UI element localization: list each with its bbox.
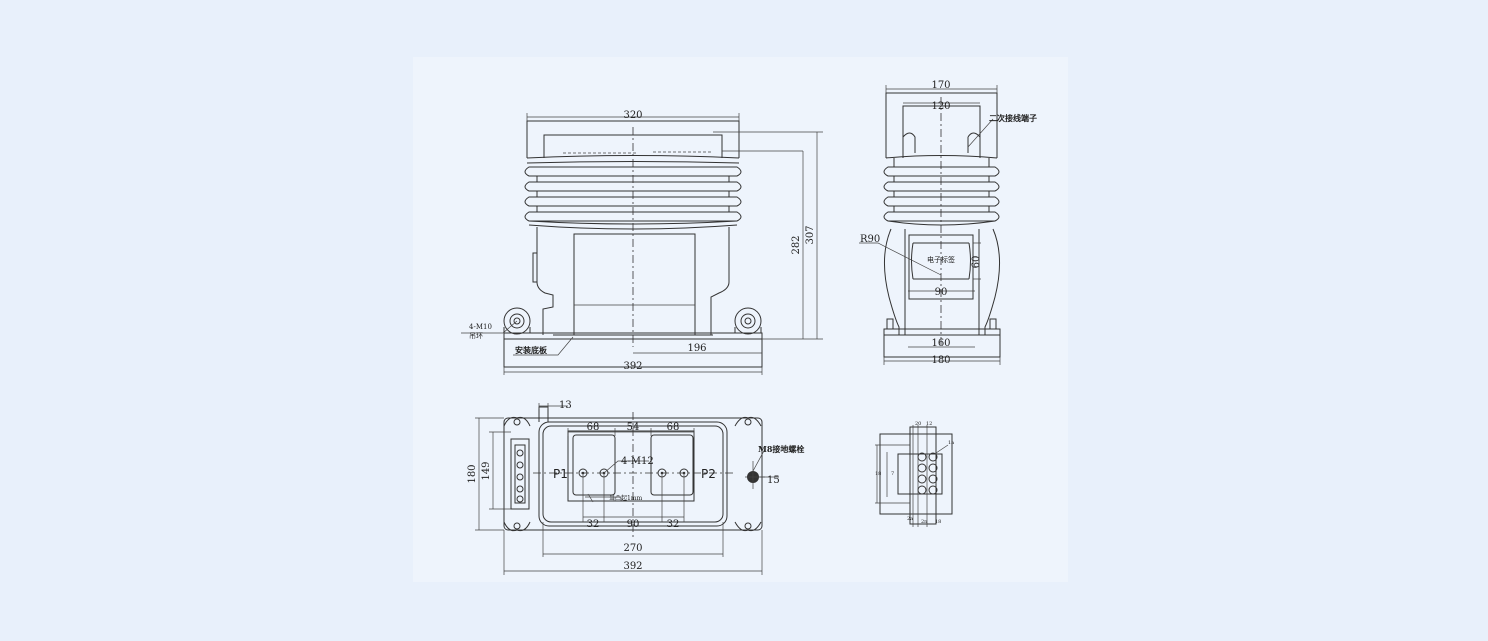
detail-view: 20 12 1a 18 7 2a 2n 18 [875,421,954,527]
side-base-inner: 160 [931,338,950,349]
inner-width: 270 [623,543,642,554]
top-view: 13 68 54 68 4-M12 P1 P2 M8接地螺栓 15 当凸起1mm… [467,400,804,575]
earth-offset: 15 [767,475,780,486]
side-base-width: 180 [931,355,950,366]
drawing-sheet: 320 282 307 196 392 4-M10 吊环 安装底板 [413,57,1068,582]
tab-width: 13 [559,400,572,411]
side-width-inner: 120 [931,101,950,112]
side-radius: R90 [860,234,880,245]
detail-label-7: 2n [921,519,928,525]
seg-left: 68 [587,422,600,433]
nameplate-label: 电子标签 [927,255,955,264]
front-offset-right: 196 [687,343,706,354]
side-view: 170 120 二次接线端子 R90 电子标签 60 90 160 180 [859,80,1037,366]
hole-right: 32 [667,519,680,530]
height-inner: 149 [481,461,492,480]
front-height-total: 307 [805,225,816,244]
detail-label-8: 18 [935,519,941,525]
front-width-base: 392 [623,361,642,372]
nameplate-height: 60 [971,256,982,269]
terminal-p1: P1 [553,467,568,481]
front-height-inner: 282 [791,235,802,254]
base-plate-label: 安装底板 [515,345,548,355]
side-width-top: 170 [931,80,950,91]
bushing-note: 当凸起1mm [609,494,643,502]
detail-label-4: 18 [875,471,881,477]
detail-label-3: 1a [948,440,954,446]
outer-width: 392 [623,561,642,572]
terminal-p2: P2 [701,467,716,481]
front-view: 320 282 307 196 392 4-M10 吊环 安装底板 [461,110,823,375]
seg-mid: 54 [627,422,640,433]
lifting-ring-label: 吊环 [469,332,483,340]
front-width-top: 320 [623,110,642,121]
detail-label-2: 12 [926,421,932,427]
lifting-ring-spec: 4-M10 [469,323,492,331]
detail-label-1: 20 [915,421,921,427]
technical-drawing: 320 282 307 196 392 4-M10 吊环 安装底板 [461,80,1037,575]
bolt-spec: 4-M12 [621,456,654,467]
secondary-terminal-label: 二次接线端子 [989,113,1037,123]
detail-label-5: 7 [891,471,894,477]
hole-mid: 90 [627,519,640,530]
detail-label-6: 2a [907,516,913,522]
height-outer: 180 [467,464,478,483]
hole-left: 32 [587,519,600,530]
earth-bolt-label: M8接地螺栓 [758,444,804,454]
seg-right: 68 [667,422,680,433]
nameplate-width: 90 [935,287,948,298]
